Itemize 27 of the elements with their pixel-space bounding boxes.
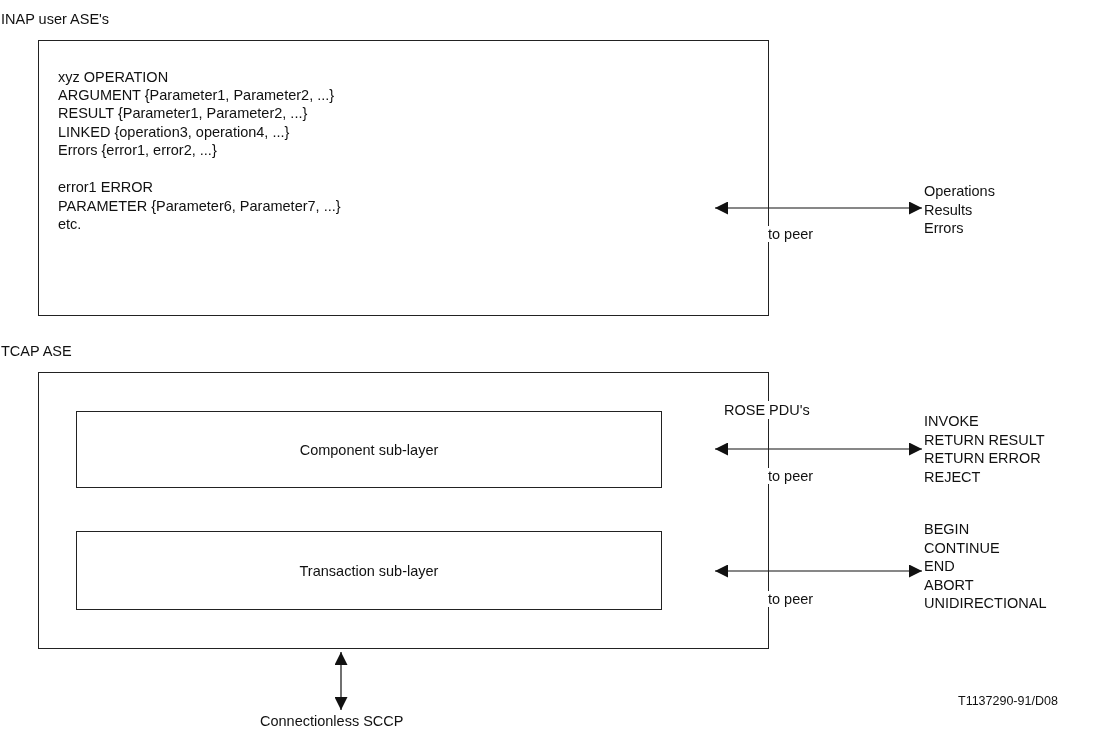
edge-label: to peer bbox=[768, 591, 814, 607]
double-arrow bbox=[714, 564, 923, 578]
double-arrow bbox=[714, 442, 923, 456]
sublayer-label: Component sub-layer bbox=[299, 441, 439, 458]
layer-heading: TCAP ASE bbox=[1, 342, 72, 360]
double-arrow bbox=[714, 201, 923, 215]
definition-text: xyz OPERATION bbox=[58, 68, 169, 86]
definition-text: RESULT {Parameter1, Parameter2, ...} bbox=[58, 104, 308, 122]
definition-text: PARAMETER {Parameter6, Parameter7, ...} bbox=[58, 197, 341, 215]
definition-text: etc. bbox=[58, 215, 82, 233]
layer-heading: INAP user ASE's bbox=[1, 10, 110, 28]
definition-text: error1 ERROR bbox=[58, 178, 154, 196]
protocol-label: Connectionless SCCP bbox=[260, 712, 404, 731]
definition-text: LINKED {operation3, operation4, ...} bbox=[58, 123, 290, 141]
interface-label: ROSE PDU's bbox=[722, 401, 812, 419]
message-list: INVOKE RETURN RESULT RETURN ERROR REJECT bbox=[924, 412, 1045, 486]
sublayer-box bbox=[76, 531, 662, 610]
sublayer-box bbox=[76, 411, 662, 488]
edge-label: to peer bbox=[768, 226, 814, 242]
figure-reference: T1137290-91/D08 bbox=[958, 693, 1058, 710]
double-arrow bbox=[334, 651, 348, 711]
message-list: BEGIN CONTINUE END ABORT UNIDIRECTIONAL bbox=[924, 520, 1047, 613]
definition-text: ARGUMENT {Parameter1, Parameter2, ...} bbox=[58, 86, 335, 104]
sublayer-label: Transaction sub-layer bbox=[299, 562, 439, 579]
edge-label: to peer bbox=[768, 468, 814, 484]
definition-text: Errors {error1, error2, ...} bbox=[58, 141, 217, 159]
message-list: Operations Results Errors bbox=[924, 182, 995, 238]
